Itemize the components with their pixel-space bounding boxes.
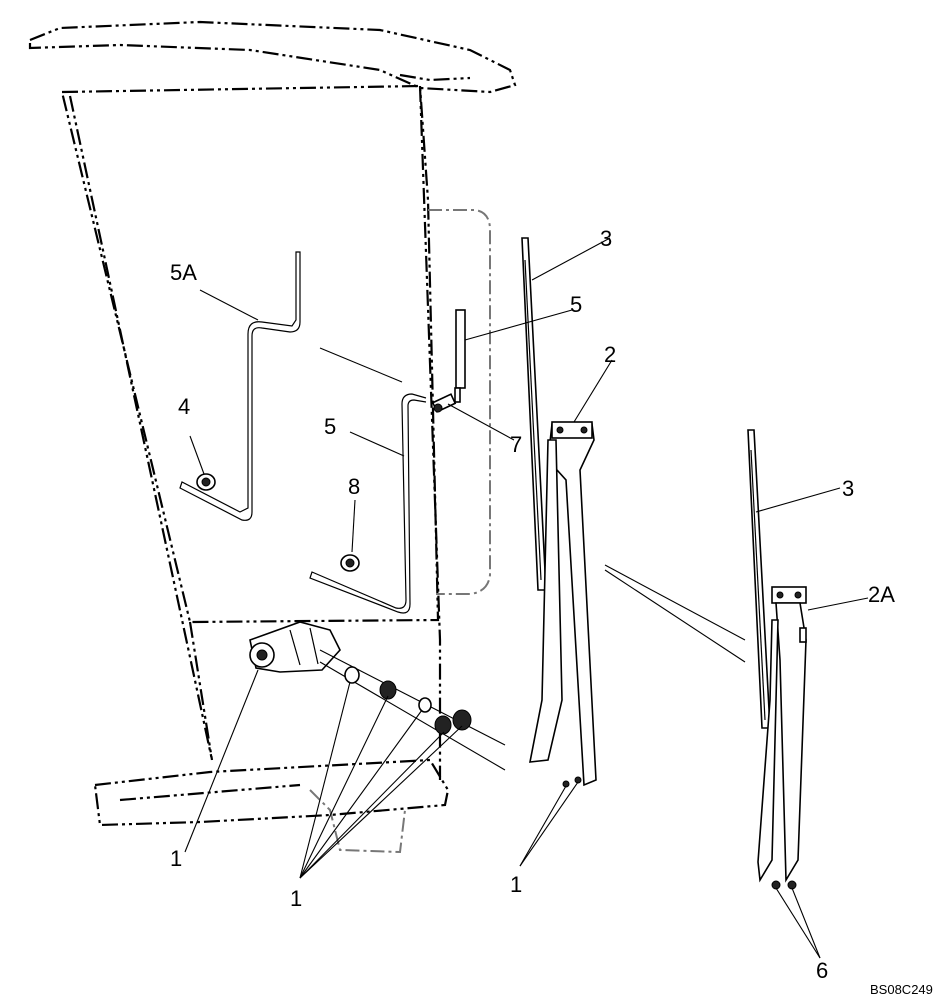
projection-line-upper: [319, 347, 403, 383]
callout-7: 7: [510, 432, 522, 457]
callout-1-right: 1: [510, 872, 522, 897]
projection-line-right: [604, 564, 746, 641]
wiper-arm-2: [529, 421, 597, 788]
wiper-motor: [249, 621, 506, 771]
shaft-hardware: [344, 666, 472, 735]
handle-frame: [428, 209, 491, 595]
callout-8: 8: [348, 474, 360, 499]
washer-nozzle: [431, 387, 461, 413]
leader-lines: [184, 237, 869, 959]
lower-frame: [93, 758, 450, 854]
drawing-code: BS08C249: [870, 982, 933, 997]
hose-segment-5: [455, 309, 466, 389]
callout-2a: 2A: [868, 582, 895, 607]
callout-6: 6: [816, 958, 828, 983]
washer-hose-5: [309, 393, 427, 614]
grommet-8: [340, 554, 360, 572]
callout-1-center: 1: [290, 886, 302, 911]
washer-hose-5a: [179, 251, 301, 521]
grommet-4: [196, 473, 216, 491]
cab-roof: [28, 20, 517, 94]
callout-2: 2: [604, 342, 616, 367]
callout-1-left: 1: [170, 846, 182, 871]
projection-line-right-2: [604, 569, 746, 663]
callout-3-right: 3: [842, 476, 854, 501]
callout-3-center: 3: [600, 226, 612, 251]
callout-5-center: 5: [324, 414, 336, 439]
cab-glass-outline: [60, 84, 442, 780]
callout-5a: 5A: [170, 260, 197, 285]
wiper-blade-center: [521, 237, 547, 591]
callout-5-top: 5: [570, 292, 582, 317]
callout-4: 4: [178, 394, 190, 419]
wiper-blade-right: [747, 429, 771, 729]
wiper-arm-2a: [757, 586, 807, 890]
